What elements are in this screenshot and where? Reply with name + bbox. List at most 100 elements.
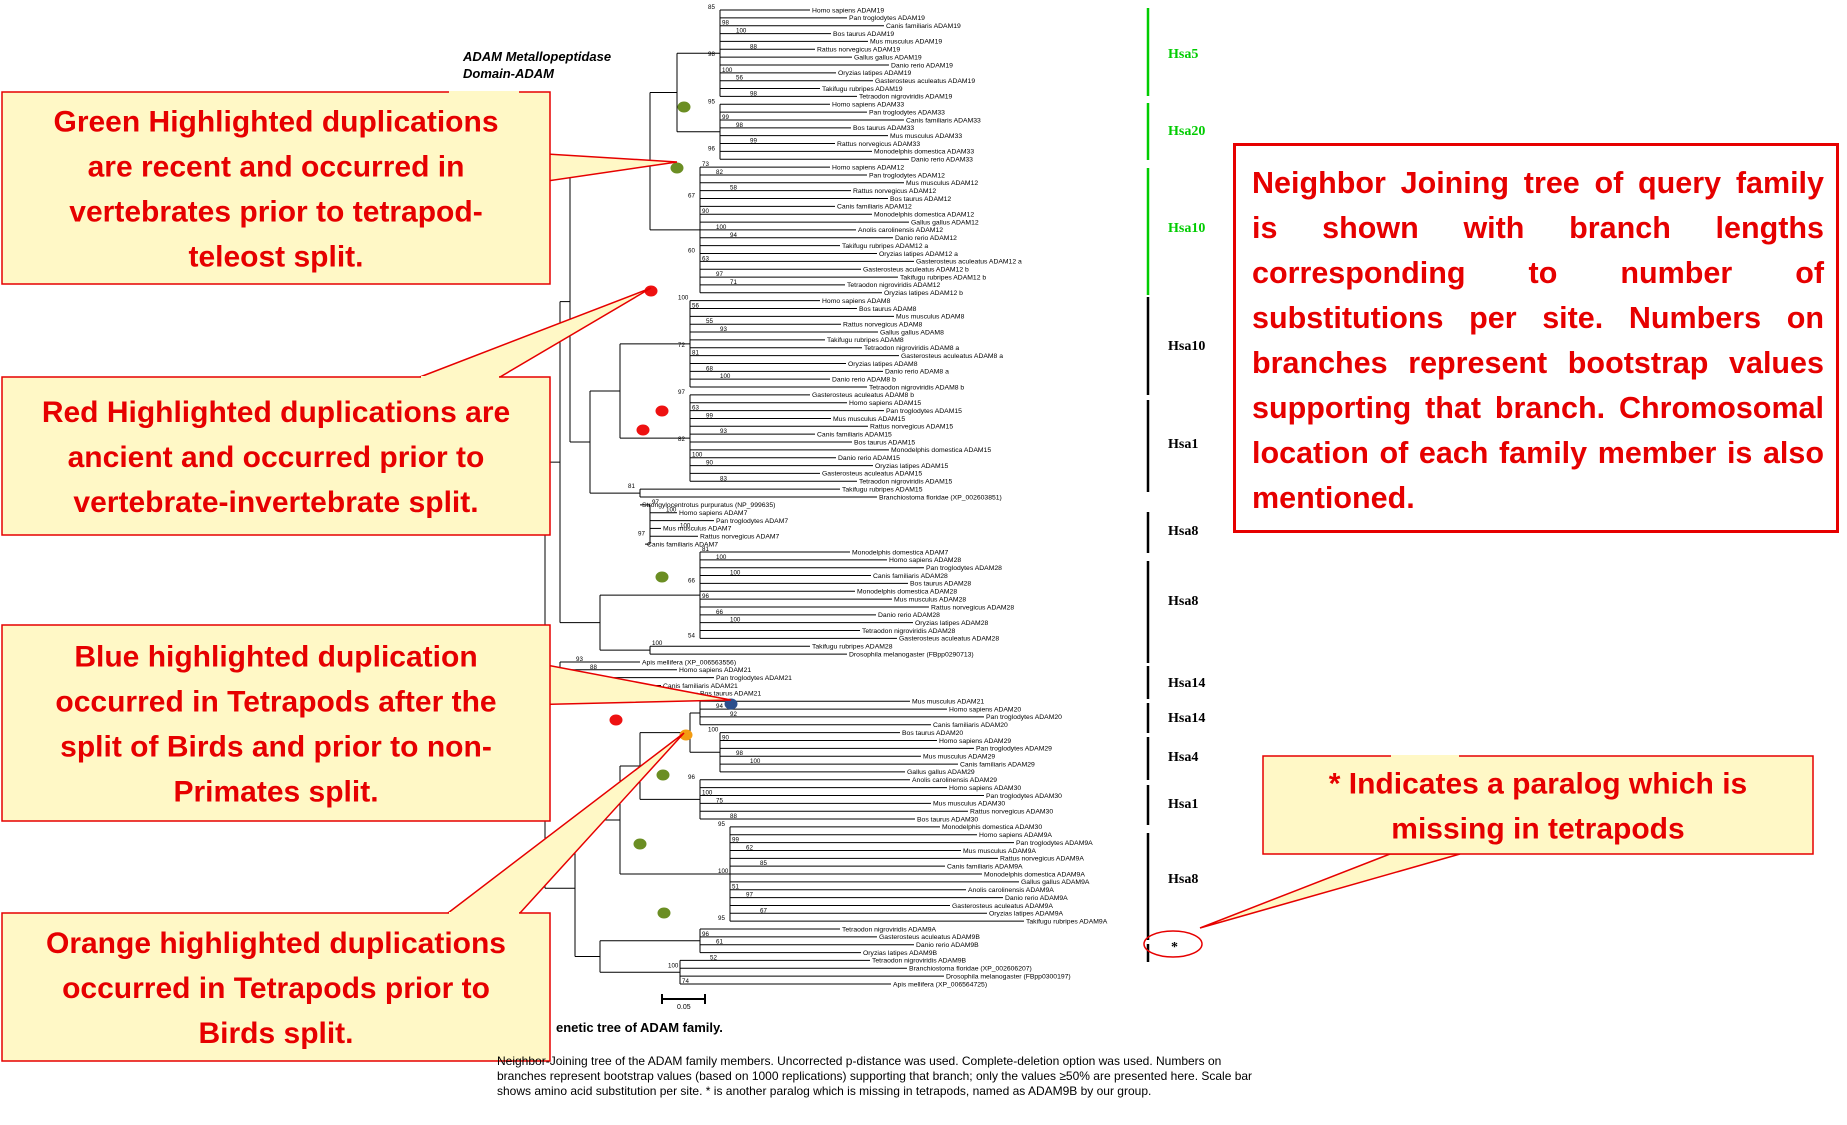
leaf-label: Danio rerio ADAM19 xyxy=(891,62,953,69)
leaf-label: Oryzias latipes ADAM28 xyxy=(915,620,989,627)
leaf-label: Oryzias latipes ADAM12 b xyxy=(884,290,963,297)
bootstrap-value: 100 xyxy=(652,640,663,647)
bootstrap-value: 90 xyxy=(722,735,729,742)
leaf-label: Monodelphis domestica ADAM7 xyxy=(852,549,949,556)
bootstrap-value: 83 xyxy=(720,475,727,482)
duplication-node xyxy=(644,285,658,297)
leaf-label: Pan troglodytes ADAM33 xyxy=(869,109,945,116)
chromosome-label: Hsa5 xyxy=(1168,47,1198,62)
leaf-label: Homo sapiens ADAM29 xyxy=(939,738,1011,745)
chromosome-label: Hsa1 xyxy=(1168,437,1198,452)
bootstrap-value: 61 xyxy=(716,939,723,946)
bootstrap-value: 100 xyxy=(750,758,761,765)
leaf-label: Mus musculus ADAM28 xyxy=(894,596,966,603)
callout-join xyxy=(1391,755,1459,758)
duplication-node xyxy=(657,907,671,919)
bootstrap-value: 63 xyxy=(692,405,699,412)
leaf-label: Homo sapiens ADAM30 xyxy=(949,785,1021,792)
leaf-label: Mus musculus ADAM33 xyxy=(890,133,962,140)
leaf-label: Gasterosteus aculeatus ADAM8 b xyxy=(812,392,914,399)
leaf-label: Tetraodon nigroviridis ADAM9B xyxy=(872,958,967,965)
caption-title: enetic tree of ADAM family. xyxy=(556,1020,723,1035)
callout-line: Blue highlighted duplication xyxy=(74,640,477,673)
bootstrap-value: 97 xyxy=(716,271,723,278)
leaf-label: Mus musculus ADAM19 xyxy=(870,39,942,46)
bootstrap-value: 100 xyxy=(702,789,713,796)
callout-box xyxy=(1262,755,1814,855)
leaf-label: Mus musculus ADAM8 xyxy=(896,314,965,321)
leaf-label: Gallus gallus ADAM19 xyxy=(854,54,922,61)
callout-line: ancient and occurred prior to xyxy=(68,441,485,474)
leaf-label: Rattus norvegicus ADAM15 xyxy=(870,424,953,431)
duplication-node xyxy=(724,698,738,710)
leaf-label: Homo sapiens ADAM33 xyxy=(832,102,904,109)
bootstrap-value: 98 xyxy=(708,51,715,58)
leaf-label: Takifugu rubripes ADAM12 a xyxy=(842,243,928,250)
leaf-label: Bos taurus ADAM28 xyxy=(910,581,971,588)
leaf-label: Monodelphis domestica ADAM12 xyxy=(874,212,974,219)
leaf-label: Takifugu rubripes ADAM12 b xyxy=(900,274,986,281)
bootstrap-value: 97 xyxy=(746,892,753,899)
leaf-label: Mus musculus ADAM9A xyxy=(963,848,1036,855)
leaf-label: Mus musculus ADAM7 xyxy=(663,526,732,533)
leaf-label: Gasterosteus aculeatus ADAM8 a xyxy=(901,353,1003,360)
leaf-label: Pan troglodytes ADAM21 xyxy=(716,675,792,682)
leaf-label: Tetraodon nigroviridis ADAM8 b xyxy=(869,384,964,391)
leaf-label: Pan troglodytes ADAM20 xyxy=(986,714,1062,721)
bootstrap-value: 100 xyxy=(730,570,741,577)
leaf-label: Branchiostoma floridae (XP_002603851) xyxy=(879,494,1002,501)
leaf-label: Canis familiaris ADAM28 xyxy=(873,573,948,580)
bootstrap-value: 75 xyxy=(716,797,723,804)
leaf-label: Canis familiaris ADAM21 xyxy=(663,683,738,690)
leaf-label: Gallus gallus ADAM9A xyxy=(1021,879,1090,886)
leaf-label: Danio rerio ADAM12 xyxy=(895,235,957,242)
leaf-label: Homo sapiens ADAM19 xyxy=(812,7,884,14)
leaf-label: Drosophila melanogaster (FBpp0290713) xyxy=(849,651,974,658)
bootstrap-value: 99 xyxy=(750,138,757,145)
leaf-label: Danio rerio ADAM9A xyxy=(1005,895,1068,902)
bootstrap-value: 97 xyxy=(678,389,685,396)
bootstrap-value: 98 xyxy=(750,90,757,97)
leaf-label: Apis mellifera (XP_006564725) xyxy=(893,981,987,988)
leaf-label: Homo sapiens ADAM20 xyxy=(949,706,1021,713)
leaf-label: Danio rerio ADAM9B xyxy=(916,942,979,949)
duplication-node xyxy=(609,714,623,726)
leaf-label: Apis mellifera (XP_006563556) xyxy=(642,659,736,666)
callout-box xyxy=(1,376,551,536)
bootstrap-value: 94 xyxy=(730,232,737,239)
leaf-label: Bos taurus ADAM19 xyxy=(833,31,894,38)
callout-box xyxy=(1,912,551,1062)
leaf-label: Oryzias latipes ADAM19 xyxy=(838,70,912,77)
bootstrap-value: 73 xyxy=(702,161,709,168)
leaf-label: Rattus norvegicus ADAM12 xyxy=(853,188,936,195)
callout-line: are recent and occurred in xyxy=(88,150,465,183)
bootstrap-value: 93 xyxy=(576,656,583,663)
bootstrap-value: 63 xyxy=(702,255,709,262)
bootstrap-value: 100 xyxy=(692,452,703,459)
leaf-label: Tetraodon nigroviridis ADAM9A xyxy=(842,926,937,933)
leaf-label: Takifugu rubripes ADAM9A xyxy=(1026,918,1108,925)
leaf-label: Takifugu rubripes ADAM28 xyxy=(812,644,893,651)
leaf-label: Homo sapiens ADAM12 xyxy=(832,164,904,171)
duplication-node xyxy=(633,838,647,850)
bootstrap-value: 67 xyxy=(760,907,767,914)
bootstrap-value: 67 xyxy=(688,193,695,200)
bootstrap-value: 88 xyxy=(590,664,597,671)
bootstrap-value: 100 xyxy=(716,224,727,231)
leaf-label: Canis familiaris ADAM33 xyxy=(906,117,981,124)
bootstrap-value: 54 xyxy=(688,632,695,639)
bootstrap-value: 99 xyxy=(732,837,739,844)
leaf-label: Rattus norvegicus ADAM19 xyxy=(817,47,900,54)
bootstrap-value: 99 xyxy=(722,114,729,121)
callout-line: occurred in Tetrapods after the xyxy=(55,685,496,718)
scale-label: 0.05 xyxy=(677,1004,691,1011)
leaf-label: Oryzias latipes ADAM12 a xyxy=(879,251,958,258)
bootstrap-value: 81 xyxy=(628,483,635,490)
duplication-nodes xyxy=(609,101,738,919)
leaf-label: Gasterosteus aculeatus ADAM28 xyxy=(899,636,999,643)
leaf-label: Monodelphis domestica ADAM9A xyxy=(984,871,1085,878)
leaf-label: Pan troglodytes ADAM7 xyxy=(716,518,788,525)
chromosome-label: Hsa4 xyxy=(1168,750,1198,765)
